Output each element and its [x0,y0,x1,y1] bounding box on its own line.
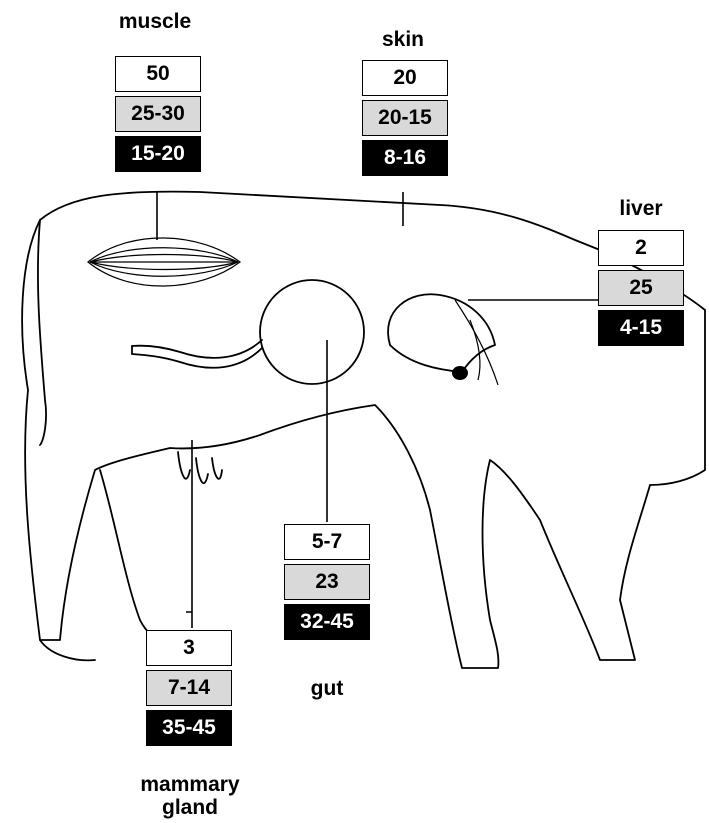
gut-icon [132,280,364,384]
muscle-label: muscle [100,10,210,34]
front-leg-line [100,470,190,650]
mammary-label-line2: gland [110,796,270,820]
mammary-value-1: 3 [146,630,232,666]
gut-label: gut [284,677,370,701]
muscle-value-2: 25-30 [115,96,201,132]
skin-value-1: 20 [362,60,448,96]
muscle-value-1: 50 [115,56,201,92]
gut-value-2: 23 [284,564,370,600]
skin-label: skin [360,28,446,52]
skin-value-2: 20-15 [362,100,448,136]
muscle-icon [88,238,240,286]
tail [38,220,46,445]
teats [178,452,222,483]
gut-value-stack: 5-7 23 32-45 [284,524,370,640]
liver-value-stack: 2 25 4-15 [598,230,684,346]
liver-icon [388,294,498,385]
liver-label: liver [598,197,684,221]
liver-value-1: 2 [598,230,684,266]
mammary-leader [186,440,192,628]
mammary-value-stack: 3 7-14 35-45 [146,630,232,746]
gut-value-1: 5-7 [284,524,370,560]
muscle-value-3: 15-20 [115,136,201,172]
skin-value-stack: 20 20-15 8-16 [362,60,448,176]
skin-value-3: 8-16 [362,140,448,176]
mammary-label-line1: mammary [110,773,270,797]
liver-value-3: 4-15 [598,310,684,346]
gut-value-3: 32-45 [284,604,370,640]
rear-leg-line [40,640,95,660]
muscle-value-stack: 50 25-30 15-20 [115,56,201,172]
mammary-value-2: 7-14 [146,670,232,706]
liver-value-2: 25 [598,270,684,306]
mammary-value-3: 35-45 [146,710,232,746]
